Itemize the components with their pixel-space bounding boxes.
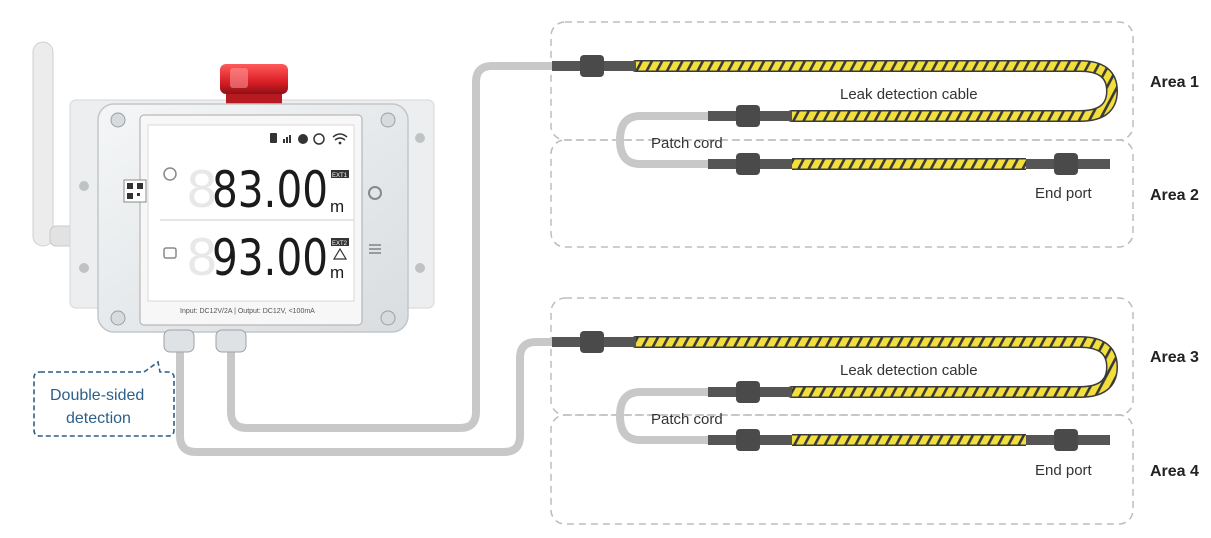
cable-group-top: Leak detection cable Patch cord End port… — [552, 55, 1199, 204]
status-bar-icons — [270, 133, 348, 145]
connector-top-return — [708, 105, 792, 127]
end-port-bottom — [1026, 429, 1110, 451]
patch-cord-label-bottom: Patch cord — [651, 411, 723, 428]
area-boxes — [550, 21, 1134, 525]
cable-group-bottom: Leak detection cable Patch cord End port… — [552, 331, 1199, 480]
cable-glands — [163, 329, 247, 353]
area-3-label: Area 3 — [1150, 349, 1199, 366]
leak-cable-label-top: Leak detection cable — [840, 86, 978, 103]
sync-icon — [313, 133, 325, 145]
reading-2-value: 93.00 — [212, 229, 328, 287]
warning-icon — [332, 247, 348, 260]
settings-gear-icon — [368, 186, 382, 200]
callout-line-2: detection — [66, 410, 131, 427]
signal-icon — [283, 135, 291, 143]
device-cables — [176, 62, 564, 456]
callout-line-1: Double-sided — [50, 387, 144, 404]
cable-to-area-1 — [227, 62, 564, 432]
svg-text:8: 8 — [186, 161, 218, 219]
camera-icon — [163, 247, 177, 259]
svg-text:8: 8 — [186, 229, 218, 287]
double-sided-callout: Double-sided detection — [33, 360, 175, 437]
leak-controller-device: 8 83.00 m EXT1 8 93.00 m EXT2 Input: DC1… — [32, 41, 435, 353]
menu-list-icon — [369, 244, 381, 254]
end-port-label-bottom: End port — [1035, 462, 1093, 479]
patch-cord-label-top: Patch cord — [651, 135, 723, 152]
channel-1-tag: EXT1 — [332, 173, 348, 179]
wifi-icon — [332, 133, 348, 141]
area-2-label: Area 2 — [1150, 187, 1199, 204]
reading-2-unit: m — [330, 263, 344, 282]
area-4-label: Area 4 — [1150, 463, 1199, 480]
connector-top-entry — [552, 55, 636, 77]
power-spec-label: Input: DC12V/2A | Output: DC12V, <100mA — [180, 308, 315, 315]
area-1-label: Area 1 — [1150, 74, 1199, 91]
alarm-light-icon — [220, 64, 288, 104]
area-1-box — [550, 21, 1134, 141]
reading-1-value: 83.00 — [212, 161, 328, 219]
enclosure-screws — [110, 112, 396, 326]
cloud-icon — [298, 134, 308, 144]
connector-bottom-return — [708, 381, 792, 403]
end-port-top — [1026, 153, 1110, 175]
connector-top-lower — [708, 153, 792, 175]
connector-bottom-entry — [552, 331, 636, 353]
area-4-box — [550, 414, 1134, 525]
connector-bottom-lower — [708, 429, 792, 451]
end-port-label-top: End port — [1035, 185, 1093, 202]
cable-to-area-3 — [176, 338, 564, 456]
channel-2-tag: EXT2 — [332, 241, 348, 247]
sensor-icon — [163, 167, 177, 181]
patch-cord-bottom — [615, 388, 716, 444]
area-2-box — [550, 139, 1134, 248]
patch-cord-top — [615, 112, 716, 168]
leak-cable-label-bottom: Leak detection cable — [840, 362, 978, 379]
qr-code-icon — [123, 179, 147, 203]
battery-icon — [270, 133, 277, 143]
reading-1-unit: m — [330, 197, 344, 216]
